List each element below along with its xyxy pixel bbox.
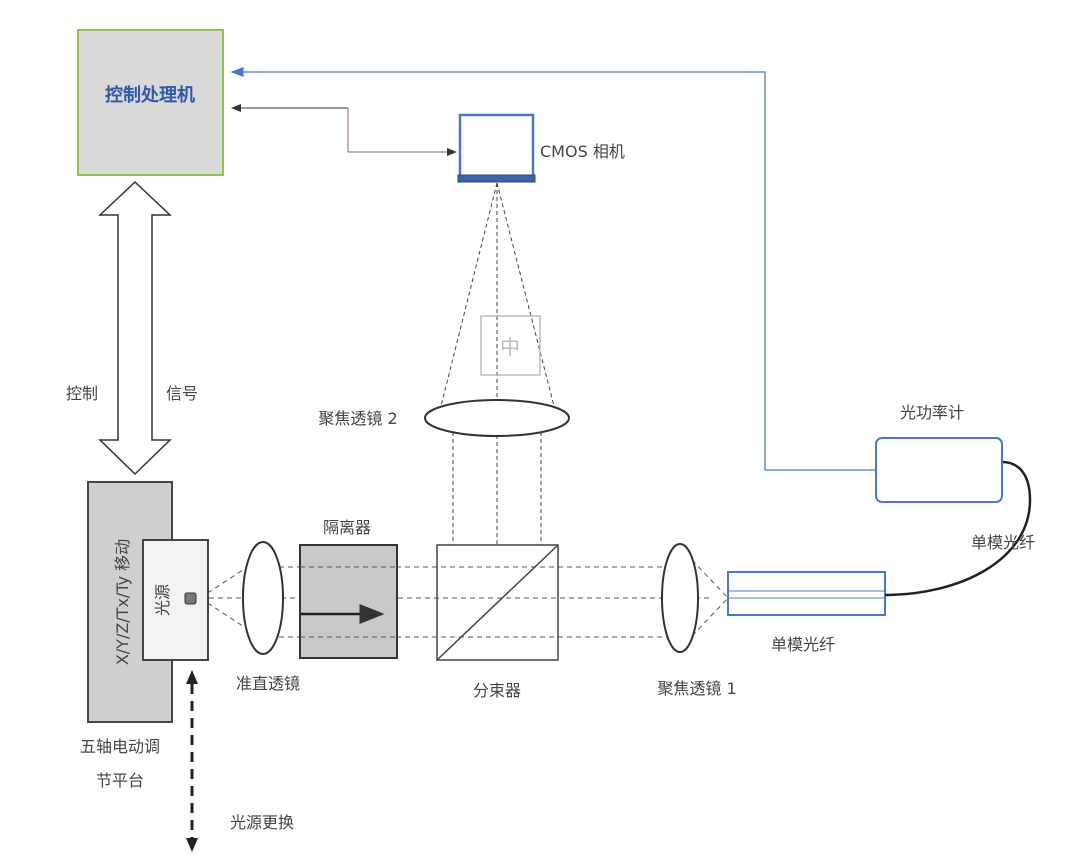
stage-label-line2: 节平台 [96, 771, 144, 790]
focus-lens-2-label: 聚焦透镜 2 [318, 409, 397, 428]
camera-link [231, 104, 457, 156]
control-label: 控制 [66, 384, 98, 403]
fiber-right-label: 单模光纤 [971, 533, 1035, 552]
target-label: 中 [500, 335, 520, 359]
power-meter-label: 光功率计 [900, 403, 964, 422]
collimating-lens [242, 541, 284, 655]
beam-splitter [436, 544, 559, 661]
fiber-bottom-label: 单模光纤 [771, 635, 835, 654]
controller-box: 控制处理机 [77, 29, 224, 176]
source-swap-label: 光源更换 [230, 813, 294, 832]
control-signal-double-arrow [98, 180, 172, 476]
light-source-emitter [184, 592, 197, 605]
power-meter [875, 437, 1003, 503]
focus-lens-1-label: 聚焦透镜 1 [657, 679, 736, 698]
stage-label-line1: 五轴电动调 [80, 737, 160, 756]
light-source-label: 光源 [153, 584, 172, 616]
vertical-beam [439, 182, 556, 545]
controller-label: 控制处理机 [105, 84, 195, 106]
camera-label: CMOS 相机 [540, 142, 625, 161]
signal-label: 信号 [166, 384, 198, 403]
cmos-camera: CMOS 相机 [457, 113, 625, 183]
collimating-lens-label: 准直透镜 [236, 674, 300, 693]
stage-axes-label: X/Y/Z/Tx/Ty 移动 [113, 539, 132, 665]
isolator [299, 544, 398, 659]
source-swap-arrow [186, 670, 198, 852]
target-reticle: 中 [480, 315, 541, 376]
five-axis-stage: X/Y/Z/Tx/Ty 移动 光源 [87, 481, 209, 723]
beam-splitter-label: 分束器 [473, 681, 521, 700]
power-meter-signal-line [230, 66, 876, 471]
focus-lens-2 [424, 399, 570, 437]
isolator-label: 隔离器 [323, 518, 371, 537]
single-mode-fiber [727, 460, 1032, 616]
focus-lens-1 [661, 543, 699, 653]
